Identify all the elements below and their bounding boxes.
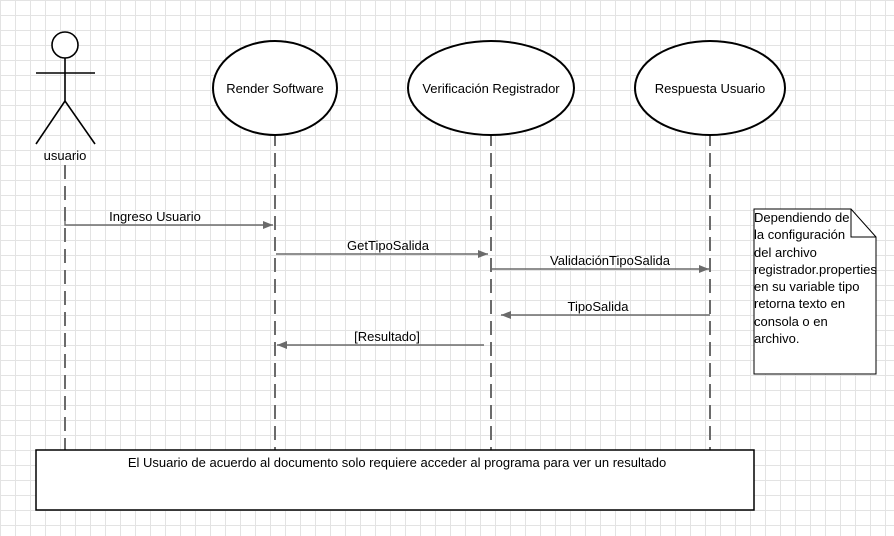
object-label: Verificación Registrador: [422, 81, 560, 96]
note-shape: [753, 208, 877, 375]
message-resultado: [Resultado]: [277, 329, 484, 349]
actor-leg-right: [64, 100, 96, 145]
object-label: Respuesta Usuario: [655, 81, 766, 96]
object-label: Render Software: [226, 81, 324, 96]
note-fold: [850, 209, 876, 238]
message-label: ValidaciónTipoSalida: [550, 253, 671, 268]
object-ellipse: [407, 40, 575, 136]
message-label: TipoSalida: [568, 299, 630, 314]
object-ellipse: [634, 40, 786, 136]
actor-label: usuario: [44, 148, 87, 163]
note: [753, 208, 877, 375]
message-arrow: [64, 213, 273, 229]
footer-box: [35, 449, 755, 511]
message-get-tipo-salida: GetTipoSalida: [276, 238, 488, 258]
footer-text: El Usuario de acuerdo al documento solo …: [127, 455, 667, 470]
actor-usuario: usuario: [35, 31, 96, 163]
message-label: [Resultado]: [354, 329, 420, 344]
message-tipo-salida: TipoSalida: [501, 299, 710, 319]
object-ellipse: [212, 40, 338, 136]
note-text: Dependiendo de la configuración del arch…: [754, 210, 877, 347]
message-validacion-tipo-salida: ValidaciónTipoSalida: [492, 253, 709, 273]
object-verificacion-registrador: Verificación Registrador: [407, 40, 575, 136]
message-label: GetTipoSalida: [347, 238, 430, 253]
object-respuesta-usuario: Respuesta Usuario: [634, 40, 786, 136]
message-label: Ingreso Usuario: [109, 209, 201, 224]
message-ingreso-usuario: Ingreso Usuario: [64, 209, 273, 229]
actor-head: [51, 31, 79, 59]
actor-leg-left: [35, 100, 66, 145]
object-render-software: Render Software: [212, 40, 338, 136]
